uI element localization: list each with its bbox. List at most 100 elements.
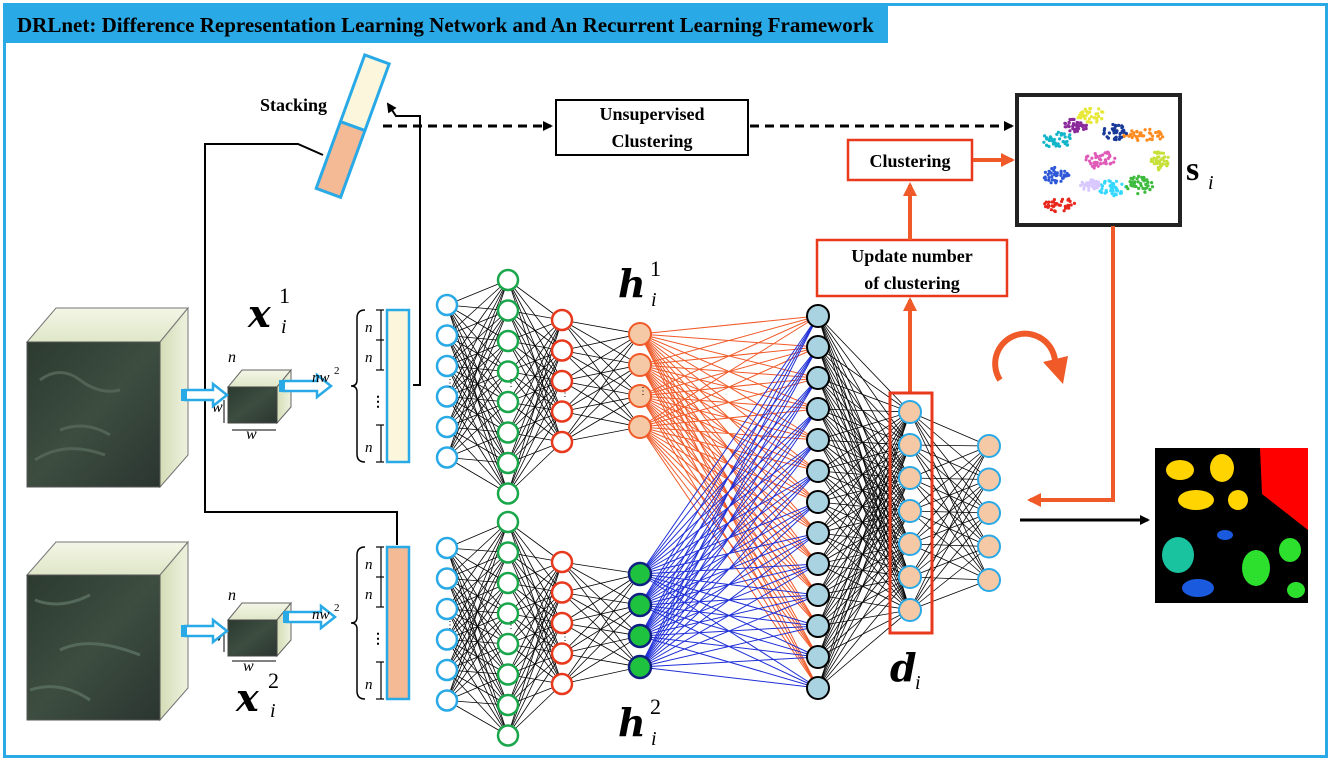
network-node [806,614,830,638]
network-node [977,534,1001,559]
network-node [496,724,520,747]
segment-n-label: n [365,587,373,603]
network-node [806,428,830,452]
dim-w-bottom: w [246,426,257,443]
clustering-label: Clustering [870,151,951,171]
layer-ellipsis: ⋮ [445,620,455,631]
d-i-label: d i [890,645,921,694]
segment-n-label: n [365,350,373,366]
network-nodes: ⋮⋮⋮⋮⋮⋮⋮ [435,268,1001,747]
x1-sup: 1 [279,283,290,308]
network-node [496,602,520,625]
h2-label: h 2 i [618,694,661,750]
edges-mid-d [817,315,911,689]
segment-n-label: n [365,320,373,336]
h2-base: h [618,700,646,745]
vector-length-exponent: 2 [334,365,340,377]
network-node [496,632,520,656]
x2-sup: 2 [268,668,279,693]
network-node [496,510,520,534]
network-node [627,654,653,680]
network-node [496,360,520,383]
network-node [435,446,459,469]
network-node [898,433,922,457]
network-node [898,598,922,622]
network-node [496,541,520,564]
segment-n-label: n [365,440,373,456]
layer-ellipsis: ⋮ [445,378,455,389]
x1-base: x [247,291,272,336]
network-edges [446,279,990,736]
network-node [435,415,459,439]
dim-w-bottom-2: w [243,658,254,675]
network-node [806,521,830,545]
layer-ellipsis: ⋮ [638,386,648,397]
network-node [550,430,574,454]
network-node [435,354,459,378]
network-node [550,400,574,423]
input-layer-t1 [435,293,459,469]
h1-label: h 1 i [618,256,661,311]
network-node [898,532,922,556]
segment-ellipsis: ⋮ [371,632,385,647]
edges-r2-h2 [561,561,641,685]
network-node [435,658,459,682]
network-node [496,693,520,717]
stacking-label: Stacking [260,95,327,115]
network-node [898,400,922,424]
network-node [898,565,922,589]
x1-sub: i [281,316,287,338]
image-cube-t1 [25,306,190,489]
feedback-arrow [1027,226,1115,507]
network-node [806,304,830,328]
s-i-label: s i [1186,151,1214,194]
right-hollow-arrow-icon [181,381,230,409]
layer-ellipsis: ⋮ [506,378,516,389]
cluster-points [1102,122,1128,142]
network-node [806,490,830,514]
hidden-layer-t1 [496,268,520,505]
network-node [550,581,574,604]
vector-length-exponent: 2 [334,602,340,614]
hidden-layer-t2 [496,510,520,747]
output-layer [977,434,1001,592]
cluster-points [1149,150,1170,172]
network-node [496,482,520,505]
unsupervised-label-line2: Clustering [612,131,693,151]
network-node [550,339,574,362]
recurrent-arrow-icon [992,330,1068,384]
network-node [898,466,922,490]
layer-ellipsis: ⋮ [560,388,570,399]
input-layer-t2 [435,536,459,712]
network-node [627,592,653,618]
unsupervised-clustering-box [555,99,749,156]
h2-sup: 2 [650,694,661,719]
network-node [627,561,653,587]
cluster-points [1079,178,1101,192]
network-node [496,268,520,292]
network-node [496,329,520,353]
network-node [628,384,652,408]
patch-dims-t1: n w w [212,349,276,443]
unsupervised-label-line1: Unsupervised [599,104,704,124]
dim-w-left: w [212,399,223,416]
network-node [627,623,653,649]
network-node [496,663,520,686]
network-node [806,335,830,359]
d-layer [898,400,922,622]
h1-sup: 1 [650,256,661,281]
x2-sub: i [270,700,276,722]
network-node [628,322,652,346]
dim-n-top-2: n [228,587,236,604]
network-node [435,324,459,347]
right-hollow-arrow-icon [279,372,334,400]
cluster-points [1042,130,1072,149]
stacking-bar [314,53,392,200]
layer-ellipsis: ⋮ [560,632,570,643]
network-node [435,689,459,712]
network-node [806,366,830,390]
network-node [496,390,520,414]
x2-label: x 2 i [235,668,279,722]
network-node [435,293,459,317]
network-node [806,459,830,483]
